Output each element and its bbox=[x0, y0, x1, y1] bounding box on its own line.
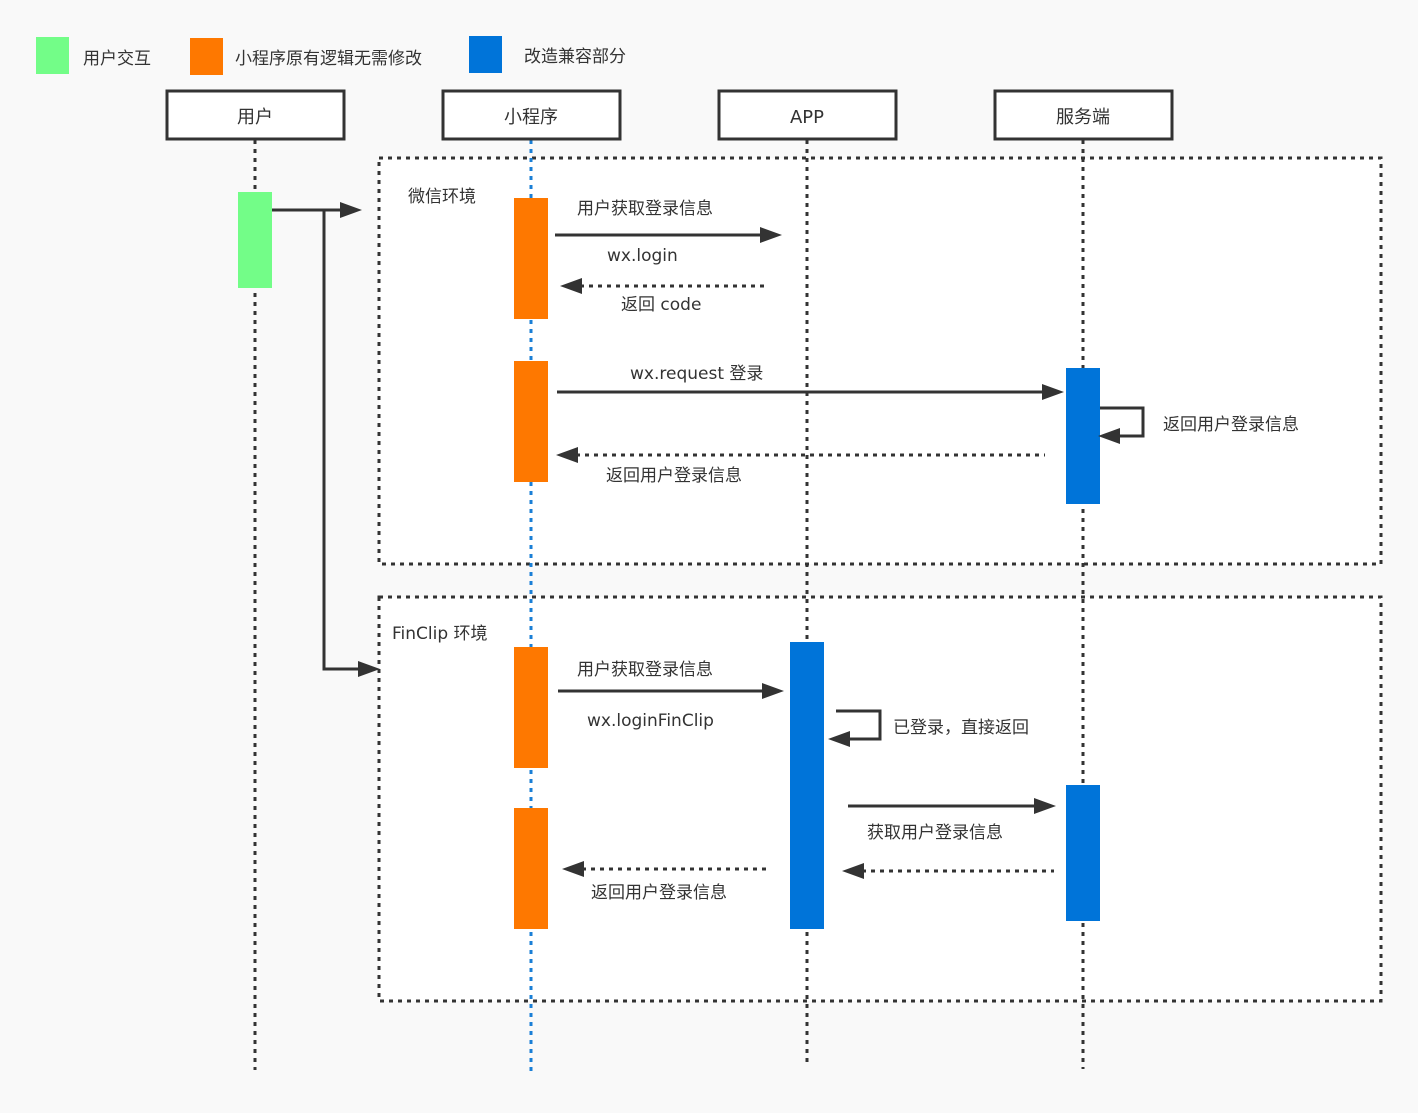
activation-server-1 bbox=[1066, 368, 1100, 504]
message-label-return-user-login-info-wechat: 返回用户登录信息 bbox=[606, 466, 742, 486]
message-label-return-code: 返回 code bbox=[621, 295, 701, 315]
arrow-user-to-finclip bbox=[322, 210, 380, 677]
message-return-user-login-info-finclip bbox=[562, 861, 769, 877]
legend-swatch-compat-change bbox=[469, 36, 502, 73]
message-label-return-user-login-info-finclip: 返回用户登录信息 bbox=[591, 883, 727, 903]
message-wx-login-finclip bbox=[558, 683, 784, 699]
actor-label-app: APP bbox=[790, 107, 824, 128]
message-return-user-login-info-wechat bbox=[556, 447, 1045, 463]
activation-miniprogram-1 bbox=[514, 198, 548, 319]
actor-label-user: 用户 bbox=[237, 107, 273, 128]
legend: 用户交互 小程序原有逻辑无需修改 改造兼容部分 bbox=[36, 36, 626, 75]
message-label-server-self-return: 返回用户登录信息 bbox=[1163, 415, 1299, 435]
message-label-wx-request-login: wx.request 登录 bbox=[630, 364, 763, 384]
message-label-get-login-info: 用户获取登录信息 bbox=[577, 199, 713, 219]
actor-label-server: 服务端 bbox=[1056, 107, 1110, 128]
actor-server: 服务端 bbox=[993, 89, 1174, 141]
message-label-get-login-info-finclip: 用户获取登录信息 bbox=[577, 660, 713, 680]
arrow-user-to-wechat bbox=[272, 202, 362, 218]
legend-swatch-user-interaction bbox=[36, 37, 69, 74]
frame-label-wechat: 微信环境 bbox=[408, 187, 476, 207]
actor-app: APP bbox=[717, 89, 898, 141]
legend-label-unchanged-logic: 小程序原有逻辑无需修改 bbox=[235, 49, 422, 69]
actor-miniprogram: 小程序 bbox=[441, 89, 622, 141]
actor-user: 用户 bbox=[165, 89, 346, 141]
message-server-return-to-app bbox=[842, 863, 1054, 879]
frame-label-finclip: FinClip 环境 bbox=[392, 624, 488, 644]
activation-server-2 bbox=[1066, 785, 1100, 921]
activation-miniprogram-4 bbox=[514, 808, 548, 929]
message-wx-request-login bbox=[557, 384, 1064, 400]
legend-swatch-unchanged-logic bbox=[190, 38, 223, 75]
actor-label-miniprogram: 小程序 bbox=[504, 107, 558, 128]
message-wx-login bbox=[555, 227, 782, 243]
activation-miniprogram-3 bbox=[514, 647, 548, 768]
activation-app bbox=[790, 642, 824, 929]
legend-label-compat-change: 改造兼容部分 bbox=[524, 47, 626, 67]
message-label-wx-login: wx.login bbox=[607, 246, 678, 266]
activation-miniprogram-2 bbox=[514, 361, 548, 482]
message-label-get-user-login-info: 获取用户登录信息 bbox=[867, 823, 1003, 843]
message-server-self-return bbox=[1098, 406, 1145, 444]
message-return-code bbox=[560, 278, 768, 294]
message-app-self-return bbox=[828, 709, 882, 747]
legend-label-user-interaction: 用户交互 bbox=[83, 49, 151, 69]
message-get-user-login-info bbox=[848, 798, 1056, 814]
message-label-app-self-return: 已登录，直接返回 bbox=[893, 718, 1029, 738]
message-label-wx-login-finclip: wx.loginFinClip bbox=[587, 711, 714, 731]
activation-user bbox=[238, 192, 272, 288]
